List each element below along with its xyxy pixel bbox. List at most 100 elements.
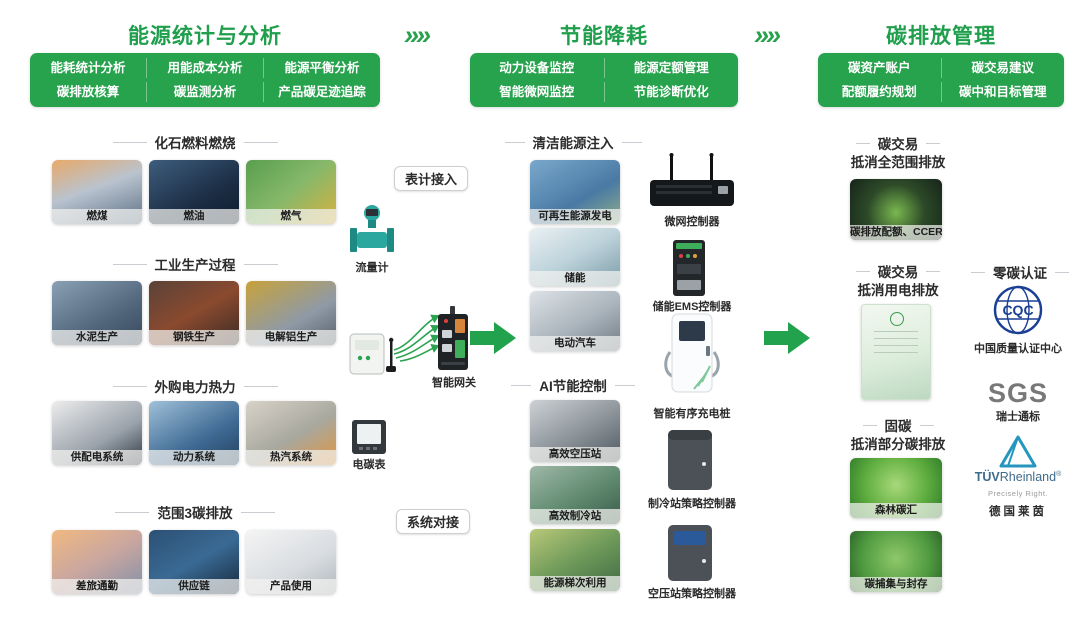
device-label: 智能有序充电桩 (653, 408, 731, 420)
divider (243, 385, 278, 387)
card-label: 高效空压站 (530, 447, 620, 462)
card-label: 燃油 (149, 209, 239, 224)
smart-gateway-icon (438, 306, 468, 370)
divider (240, 511, 275, 513)
card-label: 电动汽车 (530, 336, 620, 351)
flow-meter-label: 流量计 (355, 262, 389, 274)
card-label: 燃气 (246, 209, 336, 224)
pillar-item: 碳交易建议 (940, 58, 1065, 78)
card-label: 产品使用 (246, 579, 336, 594)
card-travel: 差旅通勤 (52, 530, 142, 594)
divider (926, 142, 941, 144)
tuv-brand-bold: TÜV (974, 470, 1000, 484)
tuv-tagline: Precisely Right. (987, 489, 1049, 498)
divider (504, 141, 525, 143)
pillar-box-energy-stats: 能耗统计分析 用能成本分析 能源平衡分析 碳排放核算 碳监测分析 产品碳足迹追踪 (30, 53, 380, 107)
section-head-sequestration: 固碳 (842, 415, 954, 435)
section-subtitle: 抵消全范围排放 (850, 155, 946, 170)
divider (614, 384, 635, 386)
card-label: 可再生能源发电 (530, 209, 620, 224)
divider (855, 142, 870, 144)
section-subtitle: 抵消部分碳排放 (850, 437, 946, 452)
card-label: 差旅通勤 (52, 579, 142, 594)
pillar-row: 智能微网监控 节能诊断优化 (470, 80, 738, 104)
card-supply-chain: 供应链 (149, 530, 239, 594)
section-title: 范围3碳排放 (157, 506, 233, 521)
pillar-row: 碳排放核算 碳监测分析 产品碳足迹追踪 (30, 80, 380, 104)
section-head-zero-carbon: 零碳认证 (962, 262, 1078, 282)
divider (112, 385, 147, 387)
card-label: 供配电系统 (52, 450, 142, 465)
divider (855, 270, 870, 272)
card-label: 高效制冷站 (530, 509, 620, 524)
card-forest-sink: 森林碳汇 (850, 458, 942, 518)
chiller-controller-icon (668, 430, 712, 490)
pillar-row: 能耗统计分析 用能成本分析 能源平衡分析 (30, 56, 380, 80)
pillar-item: 碳资产账户 (847, 61, 911, 75)
tuv-brand-regular: Rheinland (999, 470, 1057, 484)
section-head-carbon-trade-1: 碳交易 (842, 133, 954, 153)
card-ccer: 碳排放配额、CCER (850, 179, 942, 240)
cqc-name: 中国质量认证中心 (974, 343, 1062, 355)
card-cement: 水泥生产 (52, 281, 142, 345)
section-head-purchased: 外购电力热力 (40, 376, 350, 396)
flow-meter-icon (350, 205, 394, 252)
card-label: 储能 (530, 271, 620, 286)
section-head-clean-energy: 清洁能源注入 (498, 132, 648, 152)
section-title: 固碳 (884, 419, 912, 434)
sgs-name: 瑞士通标 (996, 411, 1040, 423)
divider (115, 511, 150, 513)
card-label: 钢铁生产 (149, 330, 239, 345)
section-head-fossil: 化石燃料燃烧 (40, 132, 350, 152)
divider (862, 424, 877, 426)
pillar-row: 动力设备监控 能源定额管理 (470, 56, 738, 80)
pillar-item: 用能成本分析 (146, 58, 263, 78)
card-gas: 燃气 (246, 160, 336, 224)
pillar-title-carbon-mgmt: 碳排放管理 (886, 25, 996, 48)
divider (621, 141, 642, 143)
ems-controller-icon (673, 240, 705, 296)
right-arrow-icon (764, 322, 810, 354)
divider (1055, 271, 1069, 273)
right-arrow-icon (470, 322, 516, 354)
card-label: 供应链 (149, 579, 239, 594)
compressor-controller-icon (668, 525, 712, 581)
pillar-item: 配额履约规划 (841, 85, 917, 99)
pillar-item: 产品碳足迹追踪 (263, 82, 380, 102)
section-title: 外购电力热力 (154, 380, 236, 395)
chevron-arrow-icon: »» (754, 20, 781, 50)
svg-text:CQC: CQC (1002, 302, 1033, 318)
pillar-row: 碳资产账户 碳交易建议 (818, 56, 1064, 80)
section-title: 碳交易 (877, 137, 919, 152)
pillar-box-carbon-mgmt: 碳资产账户 碳交易建议 配额履约规划 碳中和目标管理 (818, 53, 1064, 107)
card-air-compressor: 高效空压站 (530, 400, 620, 462)
device-label: 微网控制器 (664, 216, 720, 228)
section-subtitle: 抵消用电排放 (857, 283, 939, 298)
section-title: 碳交易 (877, 265, 919, 280)
card-product-use: 产品使用 (246, 530, 336, 594)
cqc-logo-icon: CQC (993, 285, 1043, 335)
card-ev: 电动汽车 (530, 291, 620, 351)
divider (243, 263, 278, 265)
device-label: 制冷站策略控制器 (648, 498, 736, 510)
card-label: 水泥生产 (52, 330, 142, 345)
pillar-item: 动力设备监控 (499, 61, 575, 75)
registered-mark: ® (1056, 470, 1062, 478)
system-link-tag: 系统对接 (396, 509, 471, 534)
pillar-item: 能源定额管理 (603, 58, 739, 78)
pillar-title-energy-stats: 能源统计与分析 (128, 25, 282, 48)
ev-charger-icon (664, 313, 720, 393)
card-energy-cascade: 能源梯次利用 (530, 529, 620, 591)
section-title: AI节能控制 (539, 379, 607, 394)
meter-access-tag: 表计接入 (394, 166, 469, 191)
gateway-label: 智能网关 (432, 377, 476, 389)
card-power-system: 动力系统 (149, 401, 239, 465)
card-storage: 储能 (530, 228, 620, 286)
divider (919, 424, 934, 426)
card-coal: 燃煤 (52, 160, 142, 224)
divider (511, 384, 532, 386)
card-label: 碳排放配额、CCER (850, 225, 942, 240)
tuv-name: 德国莱茵 (989, 506, 1047, 518)
wireless-meter-icon (349, 333, 396, 375)
card-renewable: 可再生能源发电 (530, 160, 620, 224)
